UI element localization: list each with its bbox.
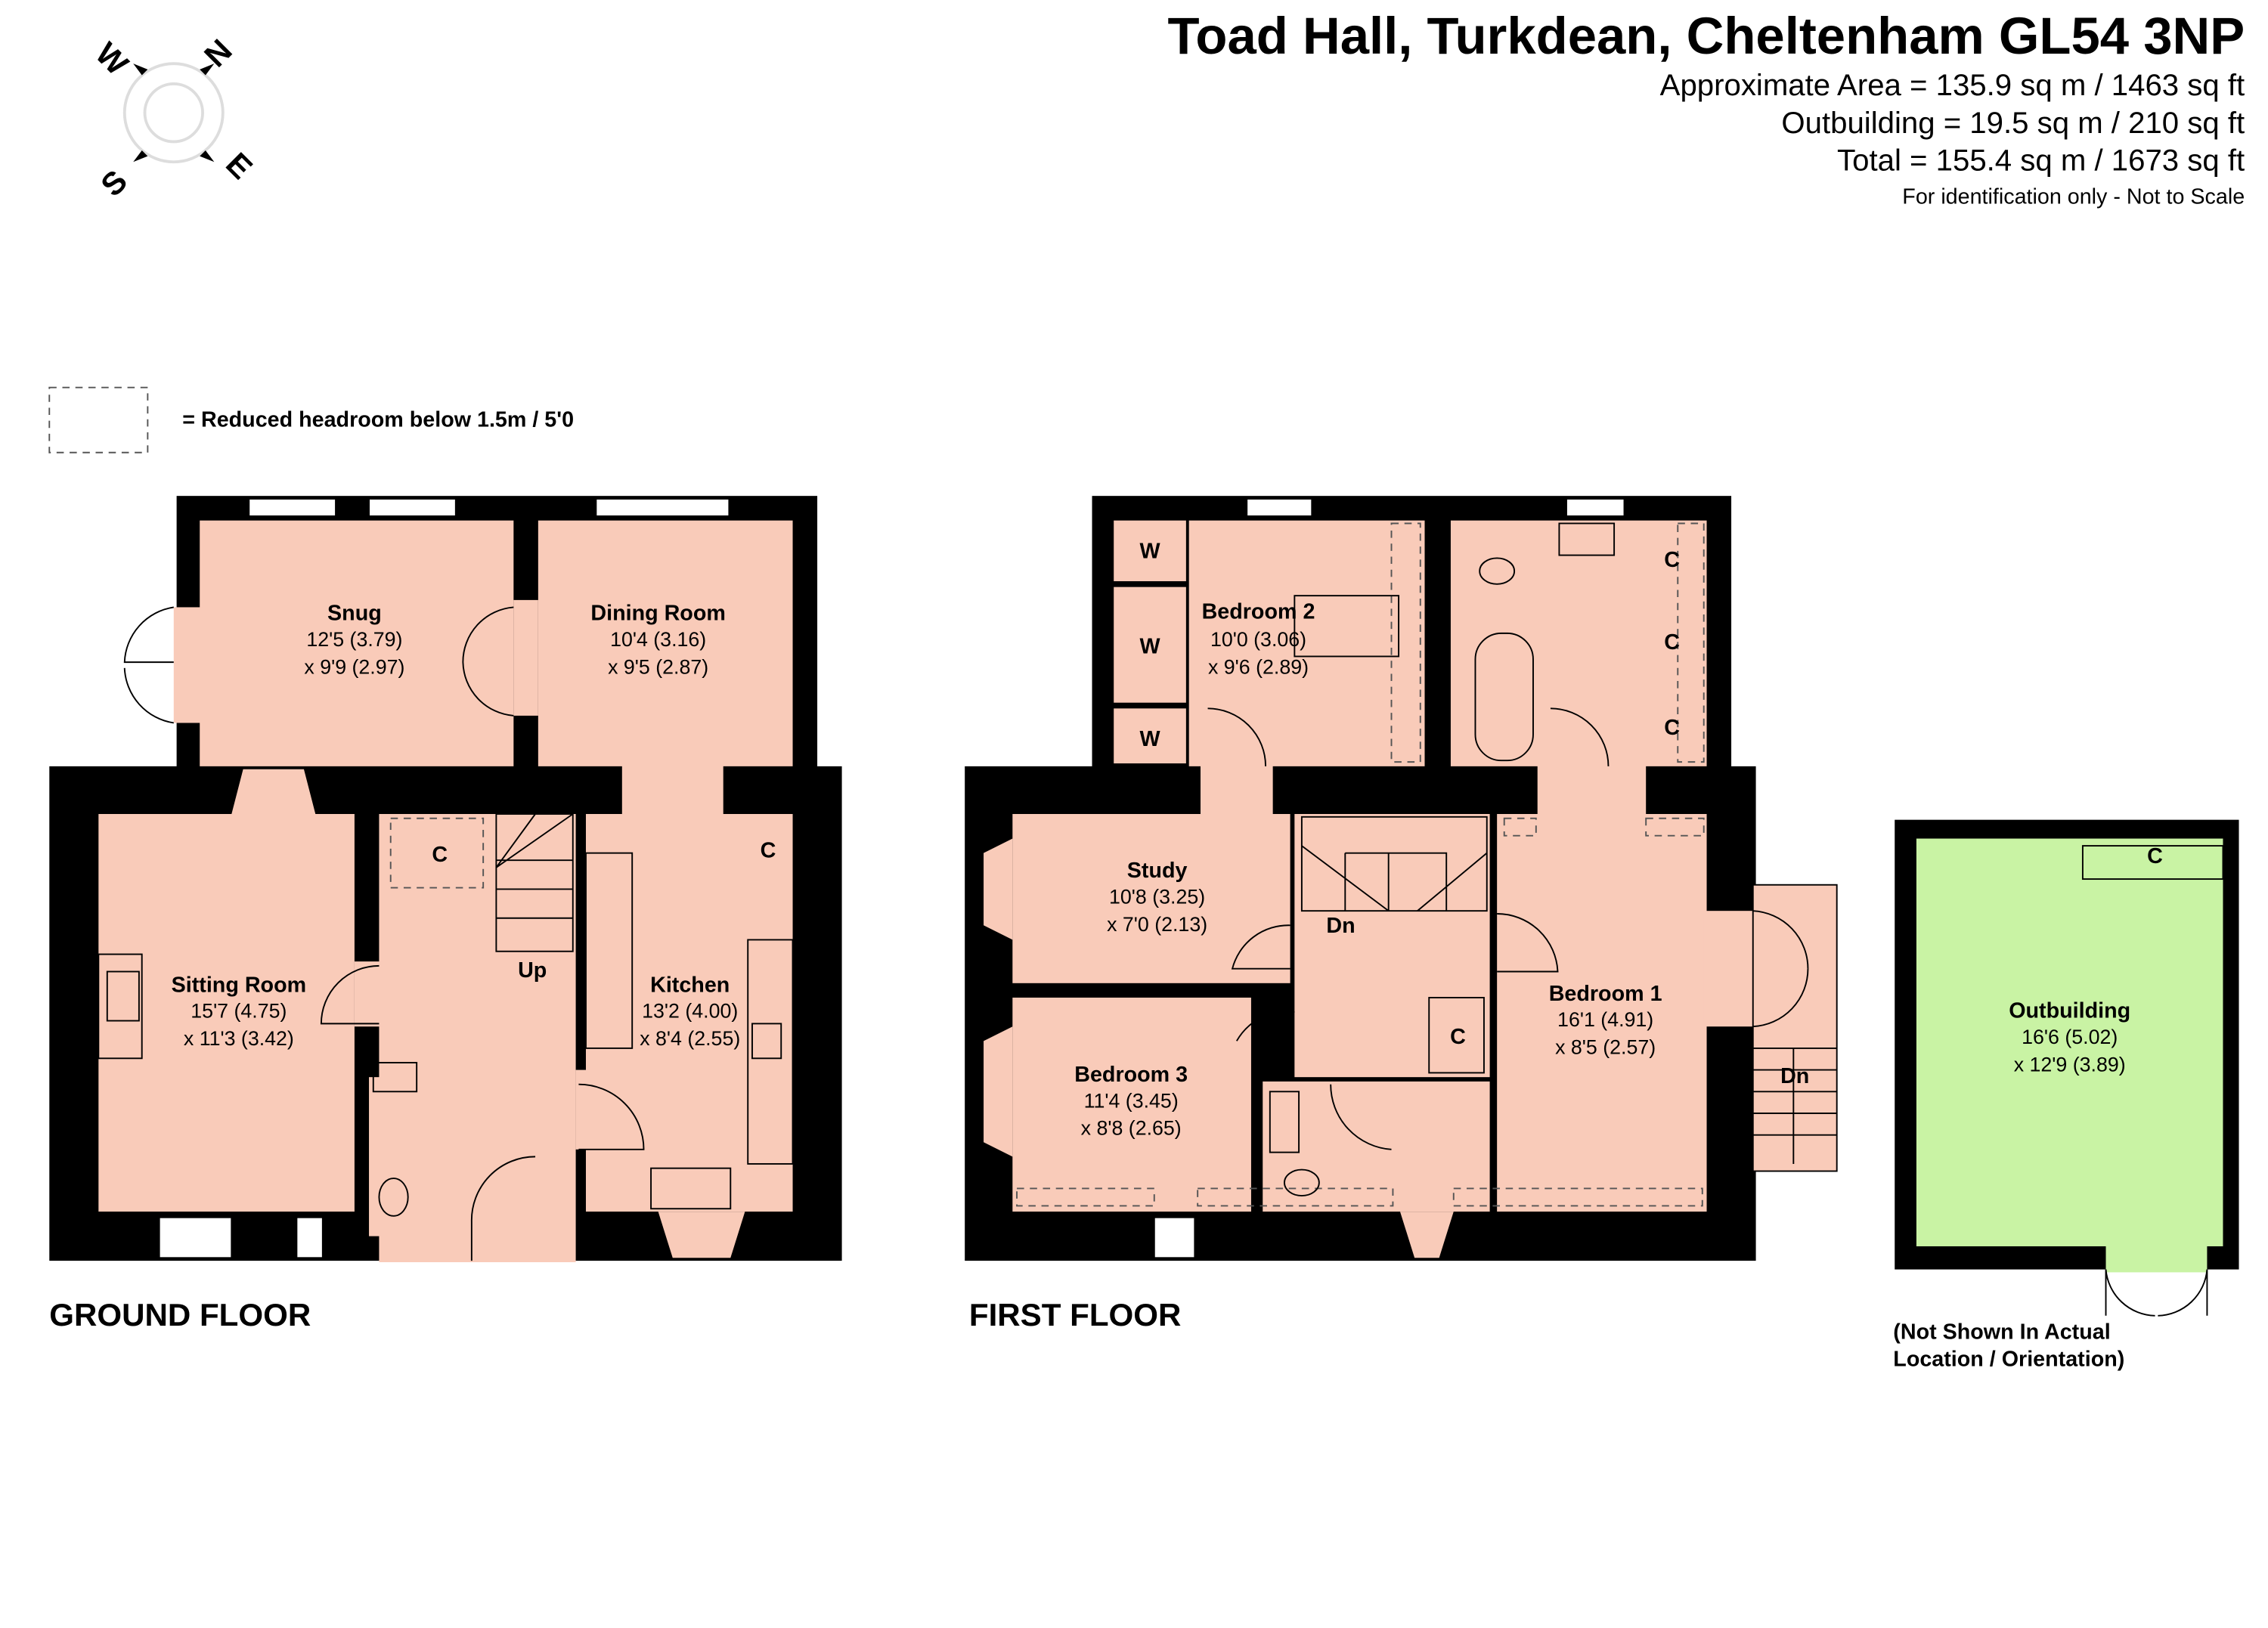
compass-n: N [197, 32, 239, 74]
room-dim: 10'8 (3.25) [1109, 886, 1205, 908]
room-dim: 16'6 (5.02) [2022, 1026, 2118, 1048]
compass-e: E [219, 146, 259, 186]
reduced-headroom-swatch [48, 386, 149, 453]
cupboard-label: C [1664, 630, 1680, 655]
cupboard-label: C [1664, 716, 1680, 740]
outbuilding-plan: C Outbuilding 16'6 (5.02) x 12'9 (3.89) [1895, 819, 2239, 1317]
room-dim: x 9'6 (2.89) [1208, 655, 1309, 678]
cupboard-label: C [2147, 844, 2163, 868]
property-title: Toad Hall, Turkdean, Cheltenham GL54 3NP [1167, 7, 2245, 65]
wardrobe-label: W [1140, 727, 1161, 751]
compass-icon: N E S W [89, 32, 260, 203]
room-label-bedroom-2: Bedroom 2 [1202, 600, 1315, 624]
stairs-up-label: Up [518, 958, 547, 983]
room-label-dining-room: Dining Room [590, 602, 725, 626]
room-label-snug: Snug [327, 602, 382, 626]
compass-w: W [89, 36, 136, 82]
bathroom [1450, 520, 1707, 766]
room-study [1012, 814, 1290, 983]
first-floor-plan: W W W C C C C Bedroom 2 10'0 (3.06) x 9'… [965, 496, 1838, 1261]
total-area: Total = 155.4 sq m / 1673 sq ft [1837, 144, 2245, 178]
cupboard-label: C [1664, 548, 1680, 572]
wc [369, 1077, 420, 1236]
room-bedroom-1 [1497, 814, 1707, 1212]
room-dim: 16'1 (4.91) [1557, 1008, 1653, 1031]
stairs-up[interactable] [495, 813, 574, 952]
room-snug [200, 520, 514, 766]
cupboard-label: C [1450, 1025, 1466, 1049]
room-dim: x 9'5 (2.87) [608, 655, 708, 678]
room-label-sitting-room: Sitting Room [172, 973, 306, 997]
compass-s: S [94, 163, 134, 203]
room-label-kitchen: Kitchen [650, 973, 730, 997]
room-dim: 12'5 (3.79) [306, 628, 402, 651]
room-label-bedroom-3: Bedroom 3 [1074, 1063, 1188, 1087]
room-dim: 10'4 (3.16) [610, 628, 706, 651]
stairs-down-label: Dn [1780, 1064, 1809, 1088]
outbuilding-note: (Not Shown In Actual [1893, 1320, 2110, 1344]
room-kitchen [585, 814, 793, 1212]
room-label-bedroom-1: Bedroom 1 [1549, 982, 1662, 1006]
room-dining [538, 520, 793, 766]
ground-floor-plan: Snug 12'5 (3.79) x 9'9 (2.97) Dining Roo… [49, 496, 842, 1263]
room-dim: x 7'0 (2.13) [1107, 913, 1207, 936]
room-dim: x 9'9 (2.97) [304, 655, 404, 678]
cupboard-label: C [761, 838, 776, 862]
outbuilding-area: Outbuilding = 19.5 sq m / 210 sq ft [1781, 106, 2245, 140]
room-dim: 11'4 (3.45) [1084, 1089, 1179, 1112]
room-bedroom-3 [1012, 997, 1251, 1212]
ground-floor-label: GROUND FLOOR [49, 1297, 311, 1332]
approx-area: Approximate Area = 135.9 sq m / 1463 sq … [1660, 68, 2245, 102]
legend-text: = Reduced headroom below 1.5m / 5'0 [182, 407, 574, 432]
room-label-outbuilding: Outbuilding [2009, 999, 2130, 1023]
wardrobe-label: W [1140, 635, 1161, 659]
room-dim: x 8'4 (2.55) [640, 1027, 740, 1050]
room-dim: 13'2 (4.00) [642, 1000, 738, 1023]
room-dim: x 11'3 (3.42) [184, 1027, 294, 1050]
stairs-down-label: Dn [1326, 914, 1355, 938]
room-dim: 10'0 (3.06) [1210, 628, 1306, 651]
first-floor-label: FIRST FLOOR [969, 1297, 1182, 1332]
room-dim: x 8'8 (2.65) [1081, 1117, 1182, 1140]
room-label-study: Study [1127, 859, 1188, 883]
room-dim: x 12'9 (3.89) [2014, 1054, 2126, 1076]
room-bedroom-2 [1188, 520, 1425, 766]
outbuilding-note: Location / Orientation) [1893, 1348, 2124, 1372]
wardrobe-label: W [1140, 539, 1161, 563]
disclaimer: For identification only - Not to Scale [1902, 185, 2245, 209]
cupboard-label: C [432, 843, 448, 867]
room-dim: 15'7 (4.75) [191, 1000, 287, 1023]
room-dim: x 8'5 (2.57) [1555, 1036, 1656, 1059]
stairs-down[interactable] [1300, 816, 1837, 1164]
